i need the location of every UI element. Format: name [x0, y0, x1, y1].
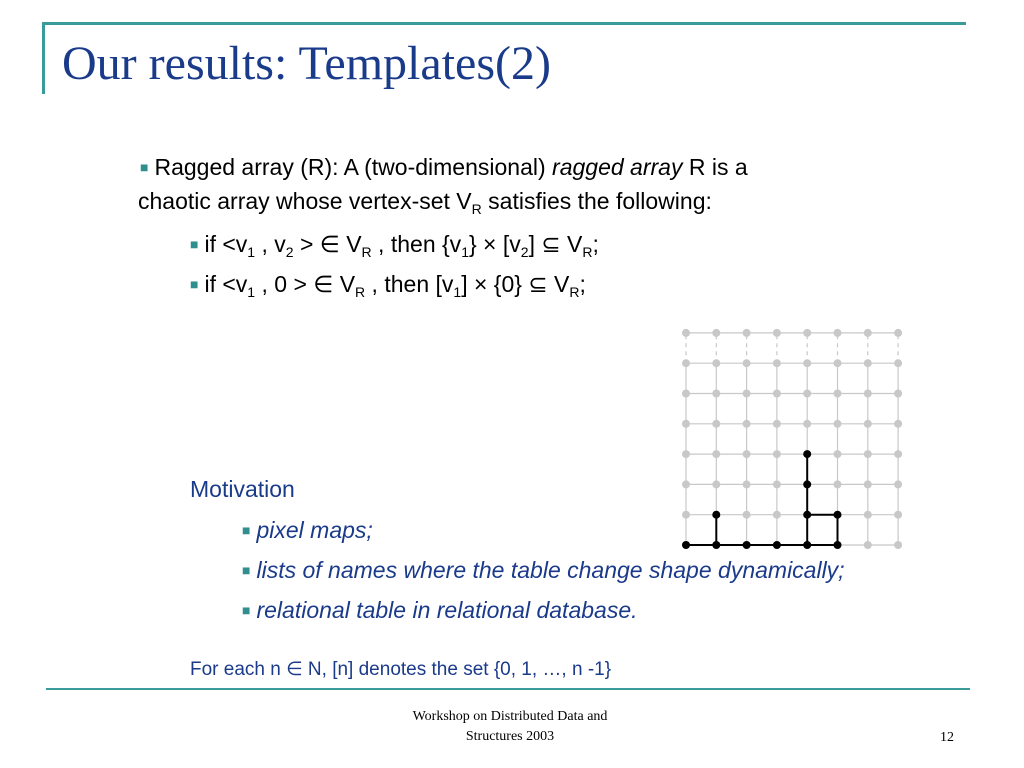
- grid-vertex: [772, 419, 781, 428]
- grid-vertex: [833, 419, 842, 428]
- footer-line-2: Structures 2003: [465, 729, 555, 744]
- ragged-vertex: [772, 541, 781, 549]
- grid-vertex: [712, 359, 721, 368]
- main-bullet-line1: ■Ragged array (R): A (two-dimensional) r…: [140, 154, 748, 180]
- grid-vertex: [712, 480, 721, 489]
- grid-vertex: [863, 328, 872, 337]
- motivation-item-2: ■lists of names where the table change s…: [242, 557, 845, 583]
- grid-vertex: [894, 328, 903, 337]
- grid-vertex: [863, 510, 872, 519]
- motivation-item-3: ■relational table in relational database…: [242, 597, 638, 623]
- square-bullet-icon: ■: [190, 276, 199, 292]
- motivation-heading: Motivation: [190, 476, 295, 502]
- ragged-vertex: [833, 541, 842, 549]
- grid-vertex: [894, 359, 903, 368]
- square-bullet-icon: ■: [242, 522, 251, 538]
- grid-vertex: [863, 389, 872, 398]
- grid-vertex: [894, 389, 903, 398]
- sub-bullet-1: ■if <v1 , v2 > ∈ VR , then {v1} × [v2] ⊆…: [190, 231, 599, 260]
- slide-title: Our results: Templates(2): [62, 37, 551, 90]
- grid-vertex: [863, 359, 872, 368]
- grid-vertex: [682, 359, 690, 368]
- square-bullet-icon: ■: [140, 159, 149, 175]
- grid-vertex: [833, 389, 842, 398]
- grid-vertex: [772, 510, 781, 519]
- ragged-vertex: [712, 510, 721, 519]
- grid-vertex: [742, 328, 751, 337]
- square-bullet-icon: ■: [242, 562, 251, 578]
- grid-vertex: [712, 450, 721, 459]
- grid-vertex: [682, 450, 690, 459]
- grid-vertex: [894, 450, 903, 459]
- grid-vertex: [863, 480, 872, 489]
- main-bullet-line2: chaotic array whose vertex-set VR satisf…: [138, 188, 712, 217]
- ragged-array-grid: [682, 328, 903, 549]
- grid-vertex: [772, 328, 781, 337]
- grid-vertex: [682, 419, 690, 428]
- grid-vertex: [742, 419, 751, 428]
- grid-vertex: [742, 450, 751, 459]
- grid-vertex: [772, 480, 781, 489]
- square-bullet-icon: ■: [242, 602, 251, 618]
- grid-vertex: [894, 419, 903, 428]
- footer-line-1: Workshop on Distributed Data and: [412, 709, 608, 724]
- grid-vertex: [833, 359, 842, 368]
- grid-vertex: [742, 359, 751, 368]
- grid-vertex: [742, 389, 751, 398]
- grid-vertex: [894, 541, 903, 549]
- page-number: 12: [940, 730, 954, 745]
- grid-vertex: [742, 480, 751, 489]
- grid-vertex: [863, 450, 872, 459]
- grid-vertex: [803, 359, 812, 368]
- grid-vertex: [803, 328, 812, 337]
- grid-vertex: [682, 328, 690, 337]
- top-rule: [42, 22, 966, 25]
- grid-vertex: [712, 328, 721, 337]
- footer-text: Workshop on Distributed Data and Structu…: [360, 707, 660, 747]
- grid-vertex: [772, 450, 781, 459]
- grid-vertex: [863, 541, 872, 549]
- grid-vertex: [833, 450, 842, 459]
- sub-bullet-2: ■if <v1 , 0 > ∈ VR , then [v1] × {0} ⊆ V…: [190, 271, 586, 300]
- ragged-vertex: [833, 510, 842, 519]
- grid-vertex: [833, 328, 842, 337]
- grid-vertex: [803, 389, 812, 398]
- grid-vertex: [682, 480, 690, 489]
- grid-vertex: [863, 419, 872, 428]
- grid-vertex: [894, 510, 903, 519]
- ragged-vertex: [803, 541, 812, 549]
- grid-vertex: [833, 480, 842, 489]
- grid-vertex: [682, 389, 690, 398]
- square-bullet-icon: ■: [190, 236, 199, 252]
- grid-vertex: [712, 419, 721, 428]
- ragged-vertex: [803, 510, 812, 519]
- grid-vertex: [682, 510, 690, 519]
- grid-vertex: [894, 480, 903, 489]
- grid-vertex: [772, 389, 781, 398]
- bottom-rule: [46, 688, 970, 690]
- ragged-vertex: [803, 450, 812, 459]
- footnote: For each n ∈ N, [n] denotes the set {0, …: [190, 659, 612, 680]
- ragged-vertex: [803, 480, 812, 489]
- left-accent-rule: [42, 22, 45, 94]
- motivation-item-1: ■pixel maps;: [242, 517, 373, 543]
- grid-vertex: [803, 419, 812, 428]
- ragged-vertex: [682, 541, 690, 549]
- grid-vertex: [772, 359, 781, 368]
- grid-vertex: [712, 389, 721, 398]
- ragged-vertex: [712, 541, 721, 549]
- ragged-vertex: [742, 541, 751, 549]
- grid-vertex: [742, 510, 751, 519]
